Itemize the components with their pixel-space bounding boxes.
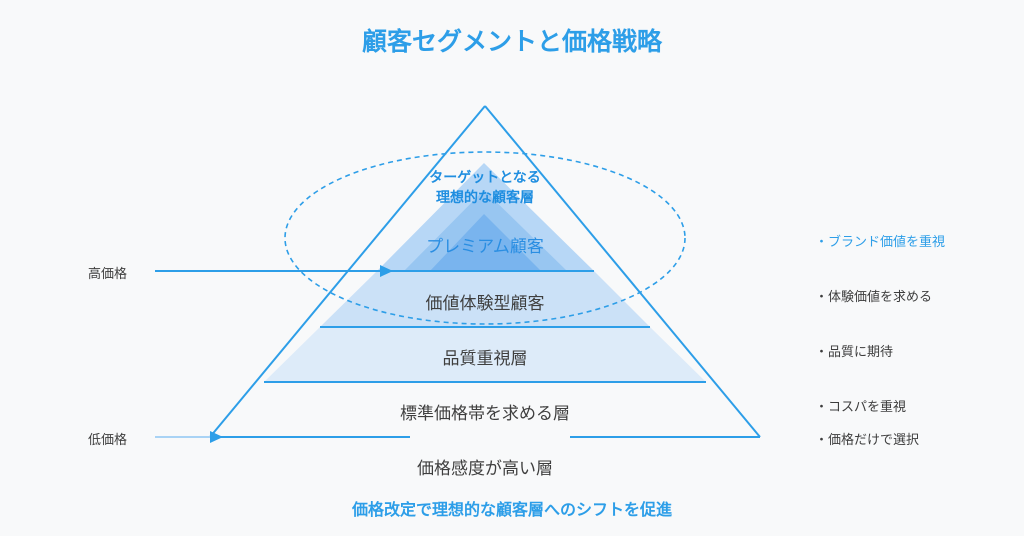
high-price-label: 高価格 bbox=[88, 267, 128, 282]
tier-label-premium: プレミアム顧客 bbox=[426, 237, 544, 257]
tier-label-price-sensitive: 価格感度が高い層 bbox=[417, 459, 553, 479]
pyramid-right-edge bbox=[484, 105, 761, 438]
tier-label-value: 価値体験型顧客 bbox=[425, 294, 545, 314]
feature-experience-value: ・体験価値を求める bbox=[815, 290, 933, 305]
low-price-arrowhead bbox=[210, 431, 223, 443]
tier-band-value bbox=[320, 271, 650, 327]
tier-label-standard: 標準価格帯を求める層 bbox=[400, 404, 570, 424]
feature-quality: ・品質に期待 bbox=[815, 345, 894, 360]
tier-label-quality: 品質重視層 bbox=[442, 349, 528, 369]
target-label-line2: 理想的な顧客層 bbox=[436, 190, 534, 206]
target-ellipse bbox=[284, 151, 686, 325]
feature-price-only: ・価格だけで選択 bbox=[815, 433, 920, 448]
high-price-arrowhead bbox=[380, 265, 393, 277]
footer-caption: 価格改定で理想的な顧客層へのシフトを促進 bbox=[351, 500, 672, 519]
low-price-label: 低価格 bbox=[88, 433, 128, 448]
page-title: 顧客セグメントと価格戦略 bbox=[361, 27, 662, 56]
feature-brand-value: ・ブランド価値を重視 bbox=[815, 235, 946, 250]
target-label-line1: ターゲットとなる bbox=[429, 170, 541, 186]
target-segment-label: ターゲットとなる 理想的な顧客層 bbox=[385, 168, 585, 208]
tier-band-quality bbox=[264, 327, 706, 382]
feature-cost-performance: ・コスパを重視 bbox=[815, 400, 907, 415]
tier-band-premium-inner bbox=[430, 214, 541, 271]
